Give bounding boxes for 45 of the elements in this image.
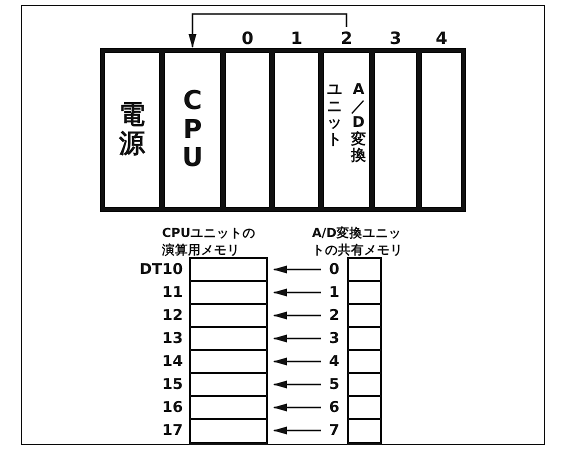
arrow <box>273 312 321 320</box>
channel-number: 2 <box>329 306 340 324</box>
address-label: 14 <box>162 352 183 370</box>
unit-label: A／D変換ユニット <box>327 81 366 164</box>
memory-cell <box>189 418 268 444</box>
channel-number: 0 <box>329 260 340 278</box>
unit-slot <box>324 53 369 207</box>
arrow <box>273 380 321 388</box>
unit-slot <box>226 53 269 207</box>
memory-cell <box>347 418 382 444</box>
unit-slot <box>105 53 159 207</box>
arrow <box>273 426 321 434</box>
unit-slot <box>422 53 461 207</box>
unit-slot <box>165 53 220 207</box>
memory-heading: CPUユニットの演算用メモリ <box>162 224 256 258</box>
arrow <box>273 404 321 412</box>
channel-number: 4 <box>329 352 340 370</box>
channel-number: 1 <box>329 283 340 301</box>
channel-number: 6 <box>329 398 340 416</box>
slot-number: 3 <box>390 29 402 49</box>
address-label: 11 <box>162 283 183 301</box>
channel-number: 3 <box>329 329 340 347</box>
slot-number: 0 <box>242 29 254 49</box>
address-label: DT10 <box>139 260 183 278</box>
slot-number: 1 <box>290 29 302 49</box>
slot-number: 2 <box>340 29 352 49</box>
address-label: 13 <box>162 329 183 347</box>
slot-number: 4 <box>436 29 448 49</box>
address-label: 17 <box>162 421 183 439</box>
address-label: 15 <box>162 375 183 393</box>
rack-frame <box>100 48 466 212</box>
channel-number: 7 <box>329 421 340 439</box>
arrow <box>273 334 321 342</box>
unit-label: 電源 <box>119 101 145 159</box>
address-label: 12 <box>162 306 183 324</box>
memory-heading: A/D変換ユニットの共有メモリ <box>312 224 404 258</box>
arrow <box>273 266 321 274</box>
arrow <box>273 288 321 296</box>
arrow <box>273 358 321 366</box>
address-label: 16 <box>162 398 183 416</box>
arrow <box>188 13 348 48</box>
unit-label: CPU <box>180 87 204 173</box>
channel-number: 5 <box>329 375 340 393</box>
unit-slot <box>375 53 416 207</box>
unit-slot <box>275 53 318 207</box>
